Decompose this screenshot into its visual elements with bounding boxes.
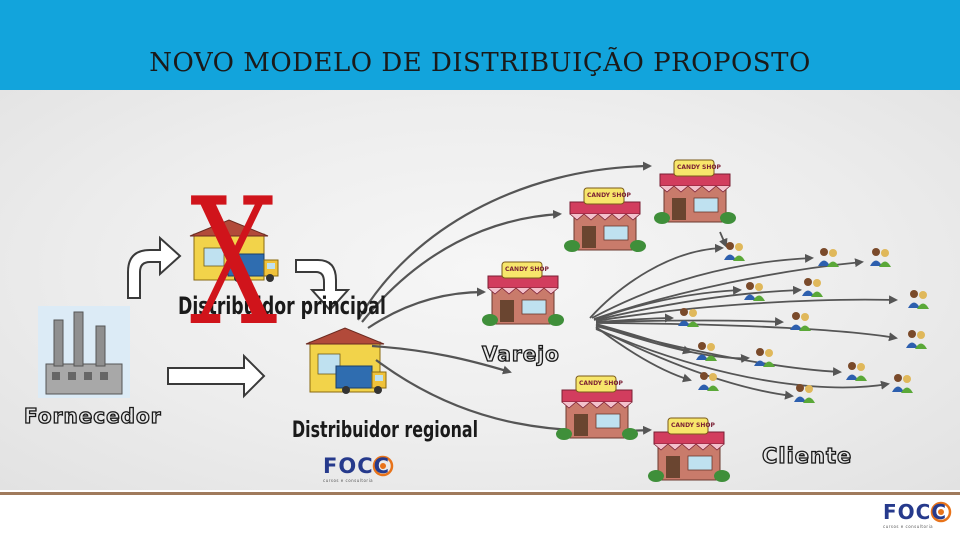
shop-sign: CANDY SHOP bbox=[671, 422, 715, 429]
shop-sign: CANDY SHOP bbox=[579, 380, 623, 387]
person-icon bbox=[906, 330, 927, 349]
logo-emblem-icon bbox=[930, 501, 952, 523]
person-icon bbox=[802, 278, 823, 297]
label-distribuidor-regional: Distribuidor regional bbox=[292, 418, 479, 443]
person-icon bbox=[892, 374, 913, 393]
retail-to-customer-arrows bbox=[589, 231, 898, 400]
x-mark: X bbox=[190, 162, 278, 365]
factory-icon bbox=[38, 306, 130, 398]
label-fornecedor: Fornecedor bbox=[23, 403, 162, 428]
person-icon bbox=[724, 242, 745, 261]
regional-distributor-icon bbox=[305, 327, 387, 395]
logo-text: FOCC bbox=[323, 454, 391, 478]
main-distributor-icon bbox=[189, 219, 279, 283]
supplier-to-regional-arrow bbox=[167, 353, 266, 399]
label-distribuidor-principal: Distribuidor principal bbox=[178, 292, 386, 320]
slide-title: NOVO MODELO DE DISTRIBUIÇÃO PROPOSTO bbox=[149, 48, 811, 78]
logo-center: FOCC cursos e consultoria bbox=[323, 454, 390, 483]
supplier-to-main-arrow bbox=[127, 235, 182, 299]
label-cliente: Cliente bbox=[761, 443, 853, 468]
person-icon bbox=[818, 248, 839, 267]
header-bar bbox=[0, 0, 960, 90]
person-icon bbox=[794, 384, 815, 403]
logo-corner: FOCC cursos e consultoria bbox=[883, 500, 947, 529]
person-icon bbox=[698, 372, 719, 391]
customer-icons bbox=[678, 242, 929, 403]
person-icon bbox=[908, 290, 929, 309]
label-varejo: Varejo bbox=[481, 341, 560, 366]
logo-emblem-icon bbox=[372, 455, 394, 477]
person-icon bbox=[846, 362, 867, 381]
footer-divider bbox=[0, 492, 960, 495]
main-to-regional-arrow bbox=[295, 259, 351, 312]
person-icon bbox=[790, 312, 811, 331]
shop-sign: CANDY SHOP bbox=[587, 192, 631, 199]
shop-sign: CANDY SHOP bbox=[505, 266, 549, 273]
logo-text: FOCC bbox=[883, 500, 948, 524]
distributor-to-retail-arrows bbox=[357, 161, 652, 435]
logo-tagline: cursos e consultoria bbox=[883, 524, 934, 529]
shop-sign: CANDY SHOP bbox=[677, 164, 721, 171]
person-icon bbox=[678, 308, 699, 327]
logo-tagline: cursos e consultoria bbox=[323, 478, 374, 483]
person-icon bbox=[870, 248, 891, 267]
person-icon bbox=[754, 348, 775, 367]
